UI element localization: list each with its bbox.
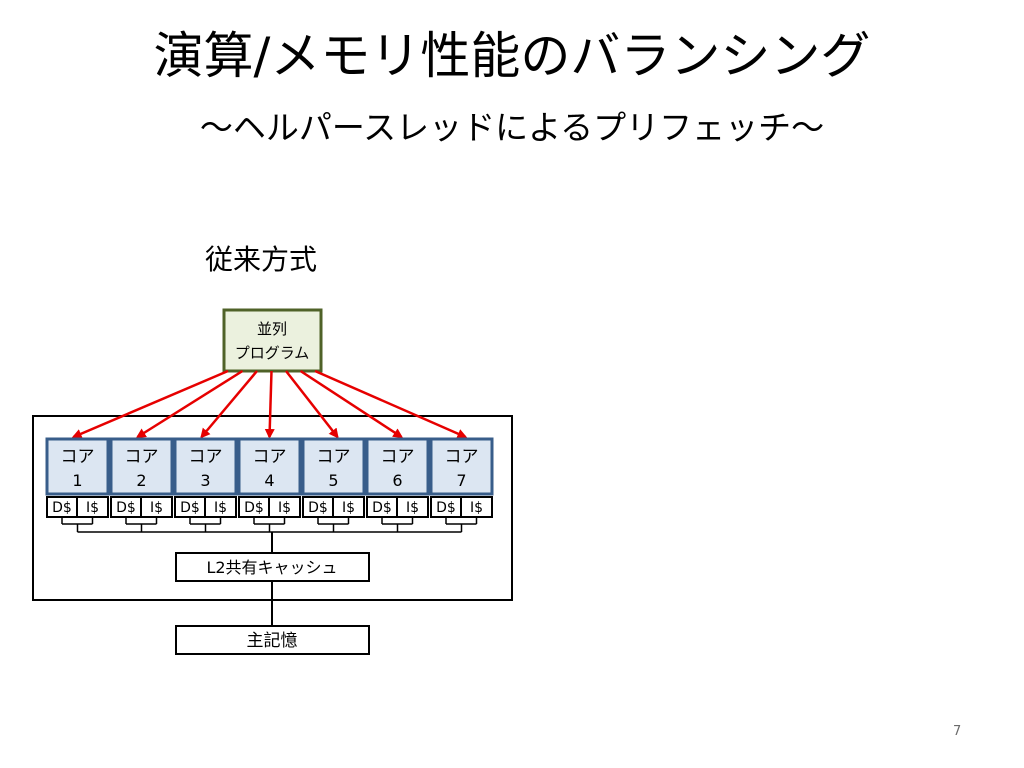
l2-cache-frame bbox=[175, 552, 370, 582]
main-memory-frame bbox=[175, 625, 370, 655]
core-frame bbox=[45, 437, 110, 496]
parallel-program-label-line1: 並列 bbox=[257, 320, 287, 338]
core-4: コア 4D$ I$ bbox=[237, 437, 302, 518]
core-frame bbox=[237, 437, 302, 496]
l2-cache-box: L2共有キャッシュ bbox=[175, 552, 370, 582]
dcache-label: D$ bbox=[244, 500, 264, 516]
dcache-label: D$ bbox=[180, 500, 200, 516]
icache-label: I$ bbox=[86, 500, 99, 516]
core-number: 4 bbox=[264, 471, 274, 490]
core-label: コア bbox=[125, 447, 159, 467]
l1-bus bbox=[61, 517, 478, 553]
core-label: コア bbox=[61, 447, 95, 467]
core-number: 2 bbox=[136, 471, 146, 490]
icache-label: I$ bbox=[406, 500, 419, 516]
core-5: コア 5D$ I$ bbox=[301, 437, 366, 518]
dispatch-arrow bbox=[200, 370, 258, 439]
core-label: コア bbox=[253, 447, 287, 467]
dcache-label: D$ bbox=[116, 500, 136, 516]
icache-label: I$ bbox=[150, 500, 163, 516]
slide-title: 演算/メモリ性能のバランシング bbox=[153, 27, 871, 85]
dispatch-arrow bbox=[285, 370, 339, 439]
dispatch-arrow bbox=[299, 369, 404, 439]
dispatch-arrows bbox=[71, 369, 468, 439]
core-frame bbox=[429, 437, 494, 496]
core-frame bbox=[109, 437, 174, 496]
core-label: コア bbox=[445, 447, 479, 467]
core-frame bbox=[301, 437, 366, 496]
l2-cache-label: L2共有キャッシュ bbox=[206, 558, 337, 577]
dispatch-arrow bbox=[71, 369, 229, 439]
dcache-label: D$ bbox=[52, 500, 72, 516]
parallel-program-frame bbox=[222, 308, 323, 373]
icache-label: I$ bbox=[214, 500, 227, 516]
core-array: コア1D$I$コア2D$I$コア3D$I$コア4D$I$コア5D$I$コア6D$… bbox=[45, 437, 494, 518]
core-number: 5 bbox=[328, 471, 338, 490]
dispatch-arrow bbox=[135, 369, 244, 439]
core-1: コア 1D$ I$ bbox=[45, 437, 110, 518]
icache-label: I$ bbox=[278, 500, 291, 516]
core-number: 7 bbox=[456, 471, 466, 490]
core-label: コア bbox=[189, 447, 223, 467]
dcache-label: D$ bbox=[372, 500, 392, 516]
dispatch-arrow bbox=[314, 369, 468, 439]
core-label: コア bbox=[381, 447, 415, 467]
core-frame bbox=[173, 437, 238, 496]
core-6: コア 6D$ I$ bbox=[365, 437, 430, 518]
icache-label: I$ bbox=[470, 500, 483, 516]
core-3: コア 3D$ I$ bbox=[173, 437, 238, 518]
section-label: 従来方式 bbox=[205, 243, 318, 276]
main-memory-label: 主記憶 bbox=[247, 631, 298, 651]
icache-label: I$ bbox=[342, 500, 355, 516]
main-memory-box: 主記憶 bbox=[175, 625, 370, 655]
dcache-label: D$ bbox=[308, 500, 328, 516]
parallel-program-label-line2: プログラム bbox=[235, 344, 310, 362]
core-frame bbox=[365, 437, 430, 496]
parallel-program-box: 並列 プログラム bbox=[222, 308, 323, 373]
core-label: コア bbox=[317, 447, 351, 467]
dispatch-arrow bbox=[264, 370, 275, 439]
core-number: 1 bbox=[72, 471, 82, 490]
page-number: 7 bbox=[953, 724, 962, 739]
core-number: 3 bbox=[200, 471, 210, 490]
core-number: 6 bbox=[392, 471, 402, 490]
core-2: コア 2D$ I$ bbox=[109, 437, 174, 518]
slide-subtitle: 〜ヘルパースレッドによるプリフェッチ〜 bbox=[199, 108, 825, 147]
core-7: コア 7D$ I$ bbox=[429, 437, 494, 518]
dcache-label: D$ bbox=[436, 500, 456, 516]
